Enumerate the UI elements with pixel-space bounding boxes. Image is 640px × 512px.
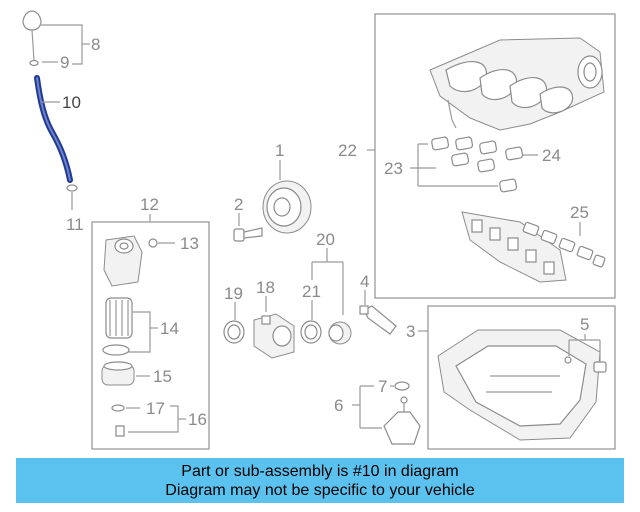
callout-11: 11 bbox=[66, 215, 84, 234]
callout-1: 1 bbox=[275, 141, 284, 160]
callout-labels: 8 9 10 11 12 13 14 15 17 16 1 2 20 4 19 … bbox=[60, 35, 589, 429]
oil-level-sensor bbox=[352, 381, 421, 445]
callout-14: 14 bbox=[160, 319, 179, 338]
callout-3: 3 bbox=[406, 322, 415, 341]
banner-line-1: Part or sub-assembly is #10 in diagram bbox=[181, 463, 459, 480]
callout-9: 9 bbox=[60, 53, 69, 72]
callout-8: 8 bbox=[91, 35, 100, 54]
callout-13: 13 bbox=[180, 234, 199, 253]
callout-18: 18 bbox=[256, 278, 275, 297]
intake-manifold-group bbox=[367, 13, 616, 299]
callout-24: 24 bbox=[542, 146, 561, 165]
callout-2: 2 bbox=[234, 195, 243, 214]
callout-19: 19 bbox=[224, 284, 243, 303]
callout-15: 15 bbox=[153, 367, 172, 386]
callout-12: 12 bbox=[140, 195, 159, 214]
oil-filter-group bbox=[91, 214, 210, 450]
callout-25: 25 bbox=[570, 203, 589, 222]
center-parts bbox=[223, 160, 397, 359]
callout-23: 23 bbox=[384, 159, 403, 178]
callout-5: 5 bbox=[580, 315, 589, 334]
callout-20: 20 bbox=[316, 230, 335, 249]
dipstick-assembly bbox=[22, 10, 90, 210]
callout-21: 21 bbox=[302, 282, 321, 301]
callout-10[interactable]: 10 bbox=[62, 93, 81, 112]
callout-7: 7 bbox=[378, 377, 387, 396]
callout-17: 17 bbox=[146, 399, 165, 418]
banner-line-2: Diagram may not be specific to your vehi… bbox=[165, 482, 475, 499]
callout-6: 6 bbox=[334, 396, 343, 415]
callout-4: 4 bbox=[360, 272, 369, 291]
oil-pan-group bbox=[418, 305, 616, 450]
info-banner: Part or sub-assembly is #10 in diagram D… bbox=[16, 458, 624, 503]
callout-22: 22 bbox=[338, 141, 357, 160]
callout-16: 16 bbox=[188, 410, 207, 429]
